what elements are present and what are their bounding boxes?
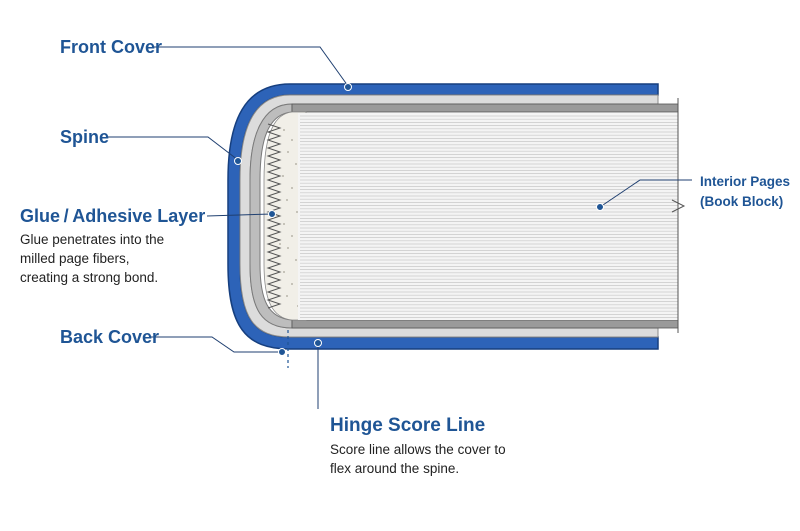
front-cover-label: Front Cover: [60, 37, 163, 57]
interior-pages-label: Interior Pages (Book Block): [700, 174, 791, 209]
hinge-label: Hinge Score Line: [330, 415, 486, 436]
interior-pages-dot: [596, 203, 604, 211]
spine-dot: [234, 157, 242, 165]
back-cover-dot: [278, 348, 286, 356]
glue-label: Glue / Adhesive Layer: [20, 206, 206, 226]
back-cover-label: Back Cover: [60, 327, 160, 347]
glue-speckles: [279, 123, 301, 307]
leader-dots: [234, 83, 604, 356]
front-cover-dot: [344, 83, 352, 91]
page-break-mark: [671, 199, 686, 213]
interior-pages-leader: [599, 179, 692, 208]
glue-dot: [268, 210, 276, 218]
glue-leader: [206, 213, 273, 217]
milled-teeth: [266, 123, 282, 309]
leader-lines: [108, 46, 692, 409]
page-lines: [300, 115, 678, 318]
back-cover-leader: [150, 336, 280, 353]
hinge-dot: [314, 339, 322, 347]
spine-leader: [108, 136, 239, 161]
top-board: [291, 103, 679, 113]
hinge-description: Score line allows the cover to flex arou…: [330, 442, 506, 476]
glue-description: Glue penetrates into the milled page fib…: [20, 232, 165, 285]
front-cover-leader: [152, 46, 349, 87]
spine-label: Spine: [60, 127, 110, 147]
bottom-board: [291, 319, 679, 329]
